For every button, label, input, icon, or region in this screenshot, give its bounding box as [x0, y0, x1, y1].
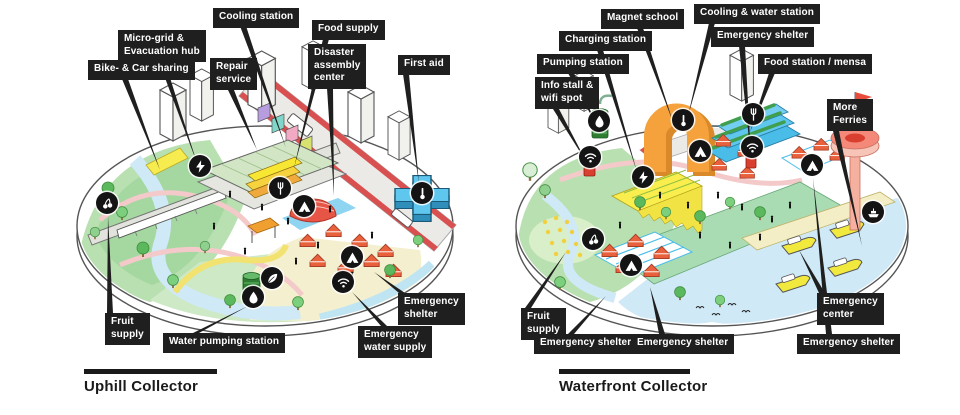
shelter-icon [293, 195, 315, 217]
fruit-icon [582, 228, 604, 250]
electricity-icon [632, 166, 654, 188]
label-bike-car-sharing: Bike- & Car sharing [88, 60, 195, 80]
label-emergency-shelter-se: Emergency shelter [797, 334, 901, 354]
electricity-icon [189, 155, 211, 177]
food-icon [742, 103, 764, 125]
label-fruit-supply: Fruit supply [105, 313, 150, 345]
label-info-stall-wifi-spot: Info stall & wifi spot [535, 77, 600, 109]
label-micro-grid-evacuation-hub: Micro-grid & Evacuation hub [118, 30, 206, 62]
label-cooling-station: Cooling station [213, 8, 300, 28]
label-emergency-shelter-sw: Emergency shelter [534, 334, 638, 354]
shelter-icon [620, 254, 642, 276]
uphill-title: Uphill Collector [84, 369, 217, 395]
shelter-icon [341, 246, 363, 268]
wifi-icon [741, 136, 763, 158]
label-emergency-center: Emergency center [817, 293, 884, 325]
cooling-icon [411, 182, 433, 204]
label-more-ferries: More Ferries [827, 99, 874, 131]
fruit-icon [96, 192, 118, 214]
label-emergency-water-supply: Emergency water supply [358, 326, 433, 358]
greenery-icon [261, 267, 283, 289]
label-cooling-water-station: Cooling & water station [694, 4, 820, 24]
label-first-aid: First aid [398, 55, 450, 75]
waterfront-title-rule [559, 369, 690, 374]
water-icon [242, 286, 264, 308]
label-emergency-shelter-s: Emergency shelter [631, 334, 735, 354]
uphill-title-text: Uphill Collector [84, 378, 199, 395]
cooling-icon [672, 109, 694, 131]
label-magnet-school: Magnet school [601, 9, 685, 29]
label-food-station-mensa: Food station / mensa [758, 54, 873, 74]
waterfront-title: Waterfront Collector [559, 369, 707, 395]
label-pumping-station: Pumping station [537, 54, 629, 74]
shelter-icon [689, 140, 711, 162]
uphill-title-rule [84, 369, 217, 374]
label-emergency-shelter-north: Emergency shelter [711, 27, 815, 47]
wifi-icon [332, 271, 354, 293]
wifi-icon [579, 146, 601, 168]
ferry-icon [862, 201, 884, 223]
food-icon [269, 177, 291, 199]
label-charging-station: Charging station [559, 31, 653, 51]
label-emergency-shelter: Emergency shelter [398, 293, 465, 325]
label-water-pumping-station: Water pumping station [163, 333, 286, 353]
uphill-illustration [76, 40, 457, 337]
label-disaster-assembly-center: Disaster assembly center [308, 44, 367, 89]
label-food-supply: Food supply [312, 20, 385, 40]
label-repair-service: Repair service [210, 58, 258, 90]
waterfront-title-text: Waterfront Collector [559, 378, 708, 395]
shelter-icon [801, 154, 823, 176]
water-icon [588, 110, 610, 132]
